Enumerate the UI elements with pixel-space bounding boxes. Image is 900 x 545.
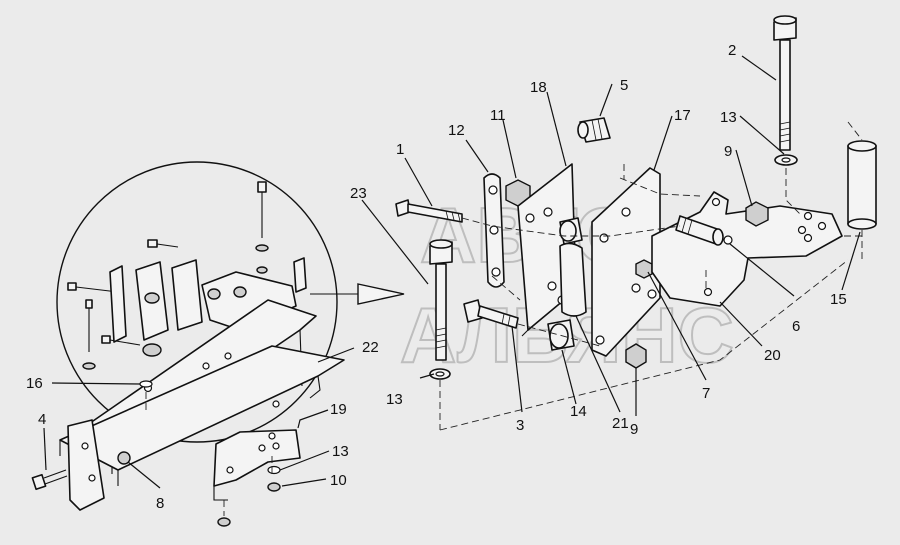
- nut-9-lower: [625, 343, 647, 369]
- callout-9-upper: 9: [724, 143, 732, 160]
- spacer-tube-15: [847, 140, 877, 230]
- callout-6: 6: [792, 318, 800, 335]
- bracket-19: [213, 429, 301, 501]
- inset-arrow: [310, 283, 405, 305]
- pin-6: [675, 215, 724, 246]
- callout-13-top: 13: [720, 109, 737, 126]
- callout-18: 18: [530, 79, 547, 96]
- bushing-upper: [559, 217, 583, 245]
- callout-2: 2: [728, 42, 736, 59]
- callout-10: 10: [330, 472, 347, 489]
- inset-bolt-left-long: [67, 282, 119, 370]
- callout-13-mid: 13: [386, 391, 403, 408]
- callout-20: 20: [764, 347, 781, 364]
- plate-17: [591, 167, 661, 357]
- leader-lines: [43, 55, 861, 489]
- washer-13-lower: [267, 465, 281, 475]
- inset-plate-2: [171, 259, 203, 331]
- plug-5: [577, 117, 611, 143]
- callout-1: 1: [396, 141, 404, 158]
- inset-bolt-left-top: [147, 239, 179, 248]
- inset-circle: [56, 161, 338, 443]
- bolt-3: [463, 299, 519, 329]
- bushing-14: [547, 319, 575, 351]
- bolt-4: [31, 469, 68, 491]
- callout-13-lower: 13: [332, 443, 349, 460]
- inset-spacer: [293, 257, 307, 293]
- inset-nut: [233, 286, 247, 298]
- nut-9-upper: [745, 201, 769, 227]
- callout-19: 19: [330, 401, 347, 418]
- callout-9-lower: 9: [630, 421, 638, 438]
- inset-bolt-vertical-top: [255, 181, 269, 274]
- nut-bottom: [217, 517, 231, 527]
- end-plate: [67, 419, 105, 511]
- bolt-2: [773, 15, 797, 151]
- callout-8: 8: [156, 495, 164, 512]
- callout-5: 5: [620, 77, 628, 94]
- inset-bushing-3: [207, 288, 221, 300]
- nut-8: [117, 451, 131, 465]
- callout-15: 15: [830, 291, 847, 308]
- inset-link-plate: [109, 265, 127, 343]
- callouts: 1 2 3 4 5 6 7 8 9 9 10 11 12 13 13 13 14…: [26, 42, 847, 512]
- callout-11: 11: [490, 107, 506, 124]
- nut-7: [635, 259, 653, 279]
- callout-16: 16: [26, 375, 43, 392]
- bolt-23: [429, 239, 453, 361]
- callout-23: 23: [350, 185, 367, 202]
- callout-17: 17: [674, 107, 691, 124]
- inset-bushing-1: [144, 292, 160, 304]
- nut-10: [267, 482, 281, 492]
- link-plate-12: [483, 173, 505, 288]
- callout-4: 4: [38, 411, 46, 428]
- inset-bushing-2: [142, 343, 162, 357]
- shackle-21: [559, 242, 587, 317]
- callout-22: 22: [362, 339, 379, 356]
- callout-7: 7: [702, 385, 710, 402]
- frame-rail-22: [59, 345, 345, 486]
- bracket-20: [651, 191, 843, 307]
- washer-16: [139, 380, 153, 388]
- callout-21: 21: [612, 415, 629, 432]
- callout-14: 14: [570, 403, 587, 420]
- callout-3: 3: [516, 417, 524, 434]
- callout-12: 12: [448, 122, 465, 139]
- bolt-1: [395, 199, 463, 223]
